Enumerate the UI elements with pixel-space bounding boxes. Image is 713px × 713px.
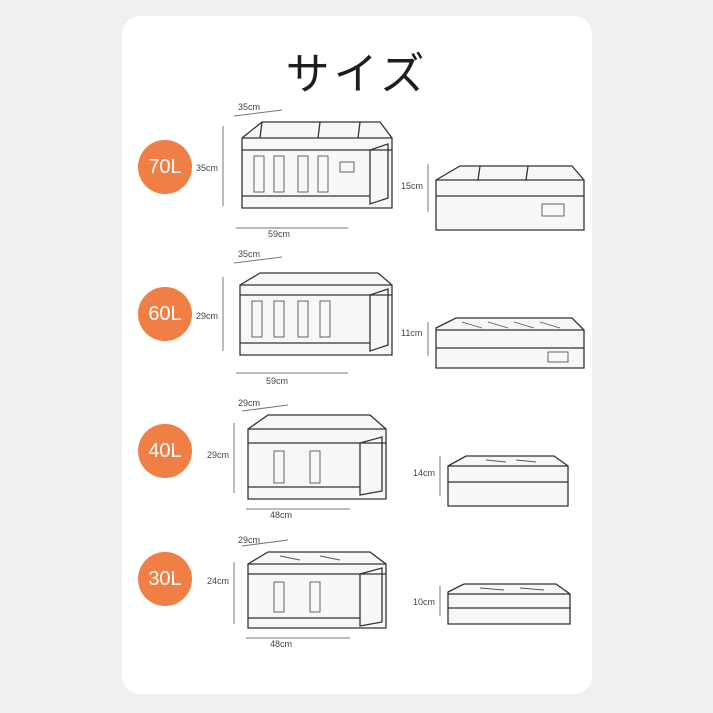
folded-box-40l-icon: [439, 455, 569, 507]
size-badge-40l: 40L: [138, 424, 192, 478]
depth-dimension-label: 29cm: [238, 398, 261, 408]
width-dimension-label: 59cm: [266, 376, 289, 386]
width-dimension-label: 48cm: [270, 510, 293, 520]
open-box-70l-icon: [222, 109, 393, 229]
open-box-30l-icon: [233, 539, 387, 639]
folded-box-30l-icon: [439, 583, 571, 625]
folded-height-label: 14cm: [413, 468, 436, 478]
open-box-40l-icon: [233, 404, 387, 510]
folded-height-label: 10cm: [413, 597, 436, 607]
height-dimension-label: 29cm: [207, 450, 230, 460]
size-badge-30l: 30L: [138, 552, 192, 606]
depth-dimension-label: 29cm: [238, 535, 261, 545]
folded-box-70l-icon: [427, 164, 585, 231]
height-dimension-label: 24cm: [207, 576, 230, 586]
folded-height-label: 11cm: [401, 328, 423, 338]
size-badge-60l: 60L: [138, 287, 192, 341]
page-title: サイズ: [285, 49, 429, 100]
height-dimension-label: 35cm: [196, 163, 219, 173]
width-dimension-label: 59cm: [268, 229, 291, 239]
open-box-60l-icon: [222, 256, 393, 374]
height-dimension-label: 29cm: [196, 311, 219, 321]
depth-dimension-label: 35cm: [238, 102, 261, 112]
folded-box-60l-icon: [427, 317, 585, 369]
width-dimension-label: 48cm: [270, 639, 293, 649]
folded-height-label: 15cm: [401, 181, 424, 191]
depth-dimension-label: 35cm: [238, 249, 261, 259]
size-badge-70l: 70L: [138, 140, 192, 194]
